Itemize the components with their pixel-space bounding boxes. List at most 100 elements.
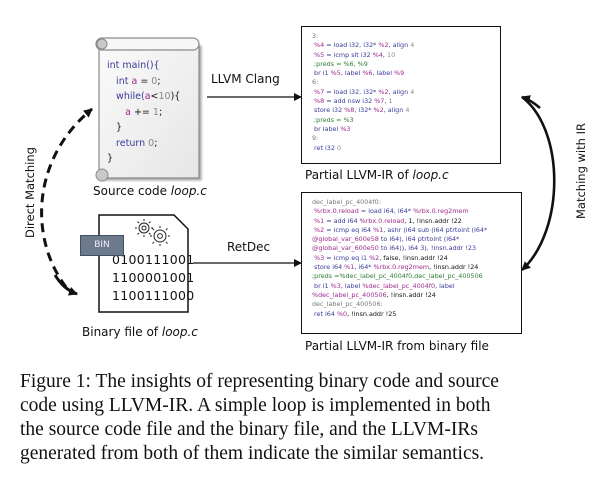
code-token: a	[144, 91, 151, 102]
code-token: , !insn.addr !24	[429, 263, 479, 272]
caption-line: code using LLVM-IR. A simple loop is imp…	[20, 395, 491, 416]
code-token: @global_var_600e50	[312, 244, 379, 253]
code-token: , i64*	[354, 263, 374, 272]
direct-matching-arrow	[40, 107, 93, 288]
ir-line: ;preds = %6, %9	[312, 60, 500, 69]
ir-line: ret i64 %0, !insn.addr !25	[312, 310, 521, 319]
code-token: = icmp eq i64	[324, 225, 374, 234]
code-token: = load i32, i32*	[324, 87, 379, 96]
ir-line: %4 = load i32, i32* %2, align 4	[312, 41, 500, 50]
ir-matching-arrow	[521, 95, 556, 271]
code-token: %1	[373, 225, 384, 234]
code-token: dec_label_pc_4004f0:	[312, 198, 381, 206]
code-token: , label	[340, 69, 363, 78]
source-caption-prefix: Source code	[93, 184, 171, 198]
code-token: }	[107, 122, 123, 133]
code-token: %2	[378, 41, 389, 50]
caption-line: the source code file and the binary file…	[20, 419, 478, 440]
code-token: br i1	[312, 281, 331, 290]
code-token: to i64)), i64 3), !insn.addr !23	[378, 244, 477, 253]
code-token: 4	[410, 87, 415, 96]
code-token: 10	[387, 50, 396, 59]
code-token: %7	[312, 87, 325, 96]
gears-icon	[135, 219, 170, 246]
code-token: to i64), i64 ptrtoint (i64*	[378, 235, 460, 244]
source-code-line: while(a<10){	[107, 89, 180, 105]
code-token: , !insn.addr !24	[386, 290, 436, 299]
code-token: ;	[158, 106, 163, 118]
binary-file-caption: Binary file of loop.c	[82, 325, 198, 339]
ir-source-caption: Partial LLVM-IR of loop.c	[305, 168, 449, 182]
clang-label: LLVM Clang	[211, 72, 280, 86]
code-token: %1	[344, 263, 355, 272]
code-token: , 1, !insn.addr !22	[404, 216, 462, 225]
code-token: , !insn.addr !25	[347, 309, 397, 318]
ir-line: @global_var_600e50 to i64)), i64 3), !in…	[312, 244, 521, 253]
code-token: , label	[435, 281, 455, 290]
ir-line: %3 = icmp eq i1 %2, false, !insn.addr !2…	[312, 254, 521, 263]
code-token: %4	[372, 50, 383, 59]
code-token: store i32	[312, 106, 345, 115]
ir-line: 3:	[312, 32, 500, 41]
code-token: %2	[378, 87, 389, 96]
code-token: %2	[369, 253, 380, 262]
code-token: %3	[330, 281, 341, 290]
source-code-caption: Source code loop.c	[93, 184, 207, 198]
ir-line: %8 = add nsw i32 %7, 1	[312, 97, 500, 106]
code-token: = icmp slt i32	[324, 50, 373, 59]
code-token: , false, !insn.addr !24	[379, 253, 448, 262]
ir-line: %7 = load i32, i32* %2, align 4	[312, 88, 500, 97]
code-token: %7	[374, 97, 385, 106]
caption-line: Figure 1: The insights of representing b…	[20, 371, 499, 392]
code-token: return	[107, 137, 149, 149]
code-token: ;	[157, 75, 161, 87]
bin-tag: BIN	[80, 235, 124, 256]
code-token: while(	[107, 91, 145, 102]
ir-matching-label: Matching with IR	[574, 123, 588, 219]
code-token: ;preds =%dec_label_pc_4004f0,dec_label_p…	[312, 272, 483, 281]
code-token: =	[137, 75, 152, 87]
code-token: ;preds = %3	[312, 115, 354, 124]
code-token: %rbx.0.reg2mem	[413, 207, 469, 216]
code-token: = load i64, i64*	[358, 207, 413, 216]
ir-line: ;preds =%dec_label_pc_4004f0,dec_label_p…	[312, 272, 521, 281]
code-token: , ashr (i64 sub (i64 ptrtoint (i64*	[383, 225, 488, 234]
ir-line: br i1 %3, label %dec_label_pc_4004f0, la…	[312, 282, 521, 291]
code-token: ret i32	[312, 143, 337, 152]
code-token: ;preds = %6, %9	[312, 59, 368, 68]
scroll-shape	[95, 37, 200, 182]
code-token: +=	[130, 106, 153, 118]
code-token: <	[150, 91, 159, 102]
source-code-text: int main(){ int a = 0; while(a<10){ a +=…	[107, 58, 180, 167]
ir-line: %5 = icmp slt i32 %4, 10	[312, 51, 500, 60]
source-code-scroll: int main(){ int a = 0; while(a<10){ a +=…	[93, 34, 201, 182]
binary-caption-file: loop.c	[161, 325, 198, 339]
code-token: , align	[388, 87, 411, 96]
code-token: , i32*	[354, 106, 374, 115]
code-token: 1	[388, 97, 393, 106]
ir-line: ret i32 0	[312, 144, 500, 153]
code-token: dec_label_pc_400506:	[312, 300, 383, 309]
source-code-line: a += 1;	[107, 105, 180, 121]
code-token: %2	[373, 106, 384, 115]
source-code-line: }	[107, 151, 180, 167]
code-token: 0	[148, 137, 155, 149]
source-code-line: int a = 0;	[107, 74, 180, 90]
code-token: 4	[405, 106, 410, 115]
code-token: %0	[336, 309, 348, 318]
code-token: %4	[312, 41, 325, 50]
code-token: 3:	[312, 32, 319, 40]
code-token: br i1	[312, 69, 331, 78]
source-caption-file: loop.c	[170, 184, 207, 198]
code-token: br label	[312, 124, 341, 133]
direct-matching-label: Direct Matching	[23, 147, 37, 238]
ir-line: ;preds = %3	[312, 116, 500, 125]
code-token: ;	[154, 137, 158, 149]
code-token: int	[107, 75, 132, 87]
ir-line: dec_label_pc_400506:	[312, 300, 521, 309]
code-token: a	[107, 106, 131, 118]
code-token: }	[107, 153, 114, 164]
code-token: %3	[312, 253, 325, 262]
code-token: ,	[384, 97, 389, 106]
code-token: 10	[158, 91, 171, 102]
